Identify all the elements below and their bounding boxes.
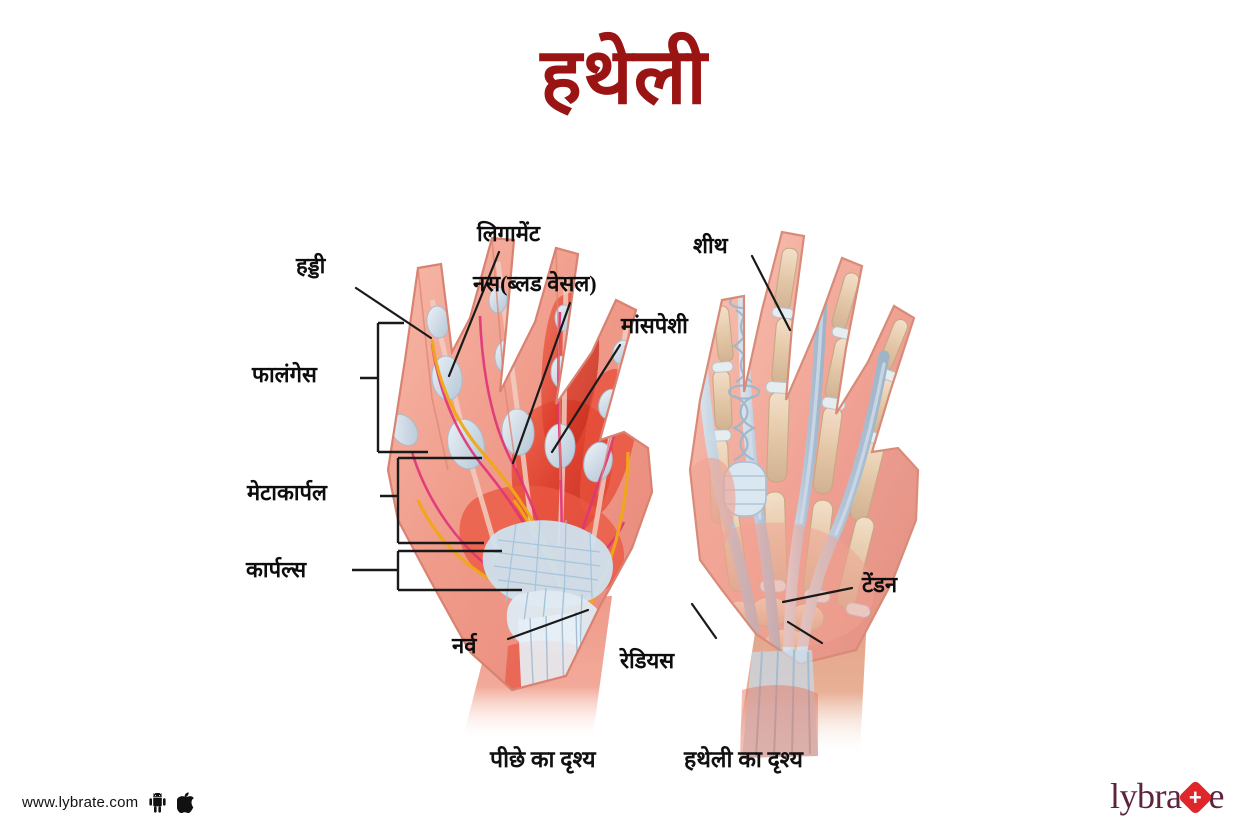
caption-dorsal-view: पीछे का दृश्य [490, 747, 596, 772]
label-carpals: कार्पल्स [246, 557, 307, 582]
logo-text-part1: lybra [1110, 776, 1182, 816]
logo-plus-glyph: + [1188, 784, 1202, 810]
label-phalanges: फालंगेस [252, 362, 317, 387]
leader-lines [354, 250, 854, 645]
label-blood-vessel: नस(ब्लड वेसल) [473, 271, 597, 296]
bracket-metacarpal [380, 456, 484, 545]
apple-icon[interactable] [177, 792, 195, 813]
label-metacarpal: मेटाकार्पल [247, 480, 327, 505]
logo-plus-diamond-icon: + [1177, 779, 1213, 816]
footer-left: www.lybrate.com [22, 792, 195, 813]
page-title: हथेली [540, 33, 708, 120]
label-ligament: लिगामेंट [477, 221, 540, 246]
caption-palmar-view: हथेली का दृश्य [684, 747, 803, 772]
label-tendon: टेंडन [862, 572, 898, 597]
footer-url[interactable]: www.lybrate.com [22, 794, 139, 811]
logo-text-part2: e [1208, 776, 1225, 816]
lybrate-logo[interactable]: lybra + e [1110, 775, 1224, 817]
label-radius: रेडियस [608, 645, 687, 678]
bracket-phalanges [360, 321, 428, 454]
android-icon[interactable] [149, 792, 166, 813]
label-bone: हड्डी [296, 253, 326, 278]
label-nerve: नर्व [452, 633, 477, 658]
label-sheath: शीथ [693, 233, 728, 258]
hand-palmar-view [688, 230, 920, 758]
label-muscle: मांसपेशी [621, 313, 688, 338]
bracket-carpals [352, 549, 522, 592]
